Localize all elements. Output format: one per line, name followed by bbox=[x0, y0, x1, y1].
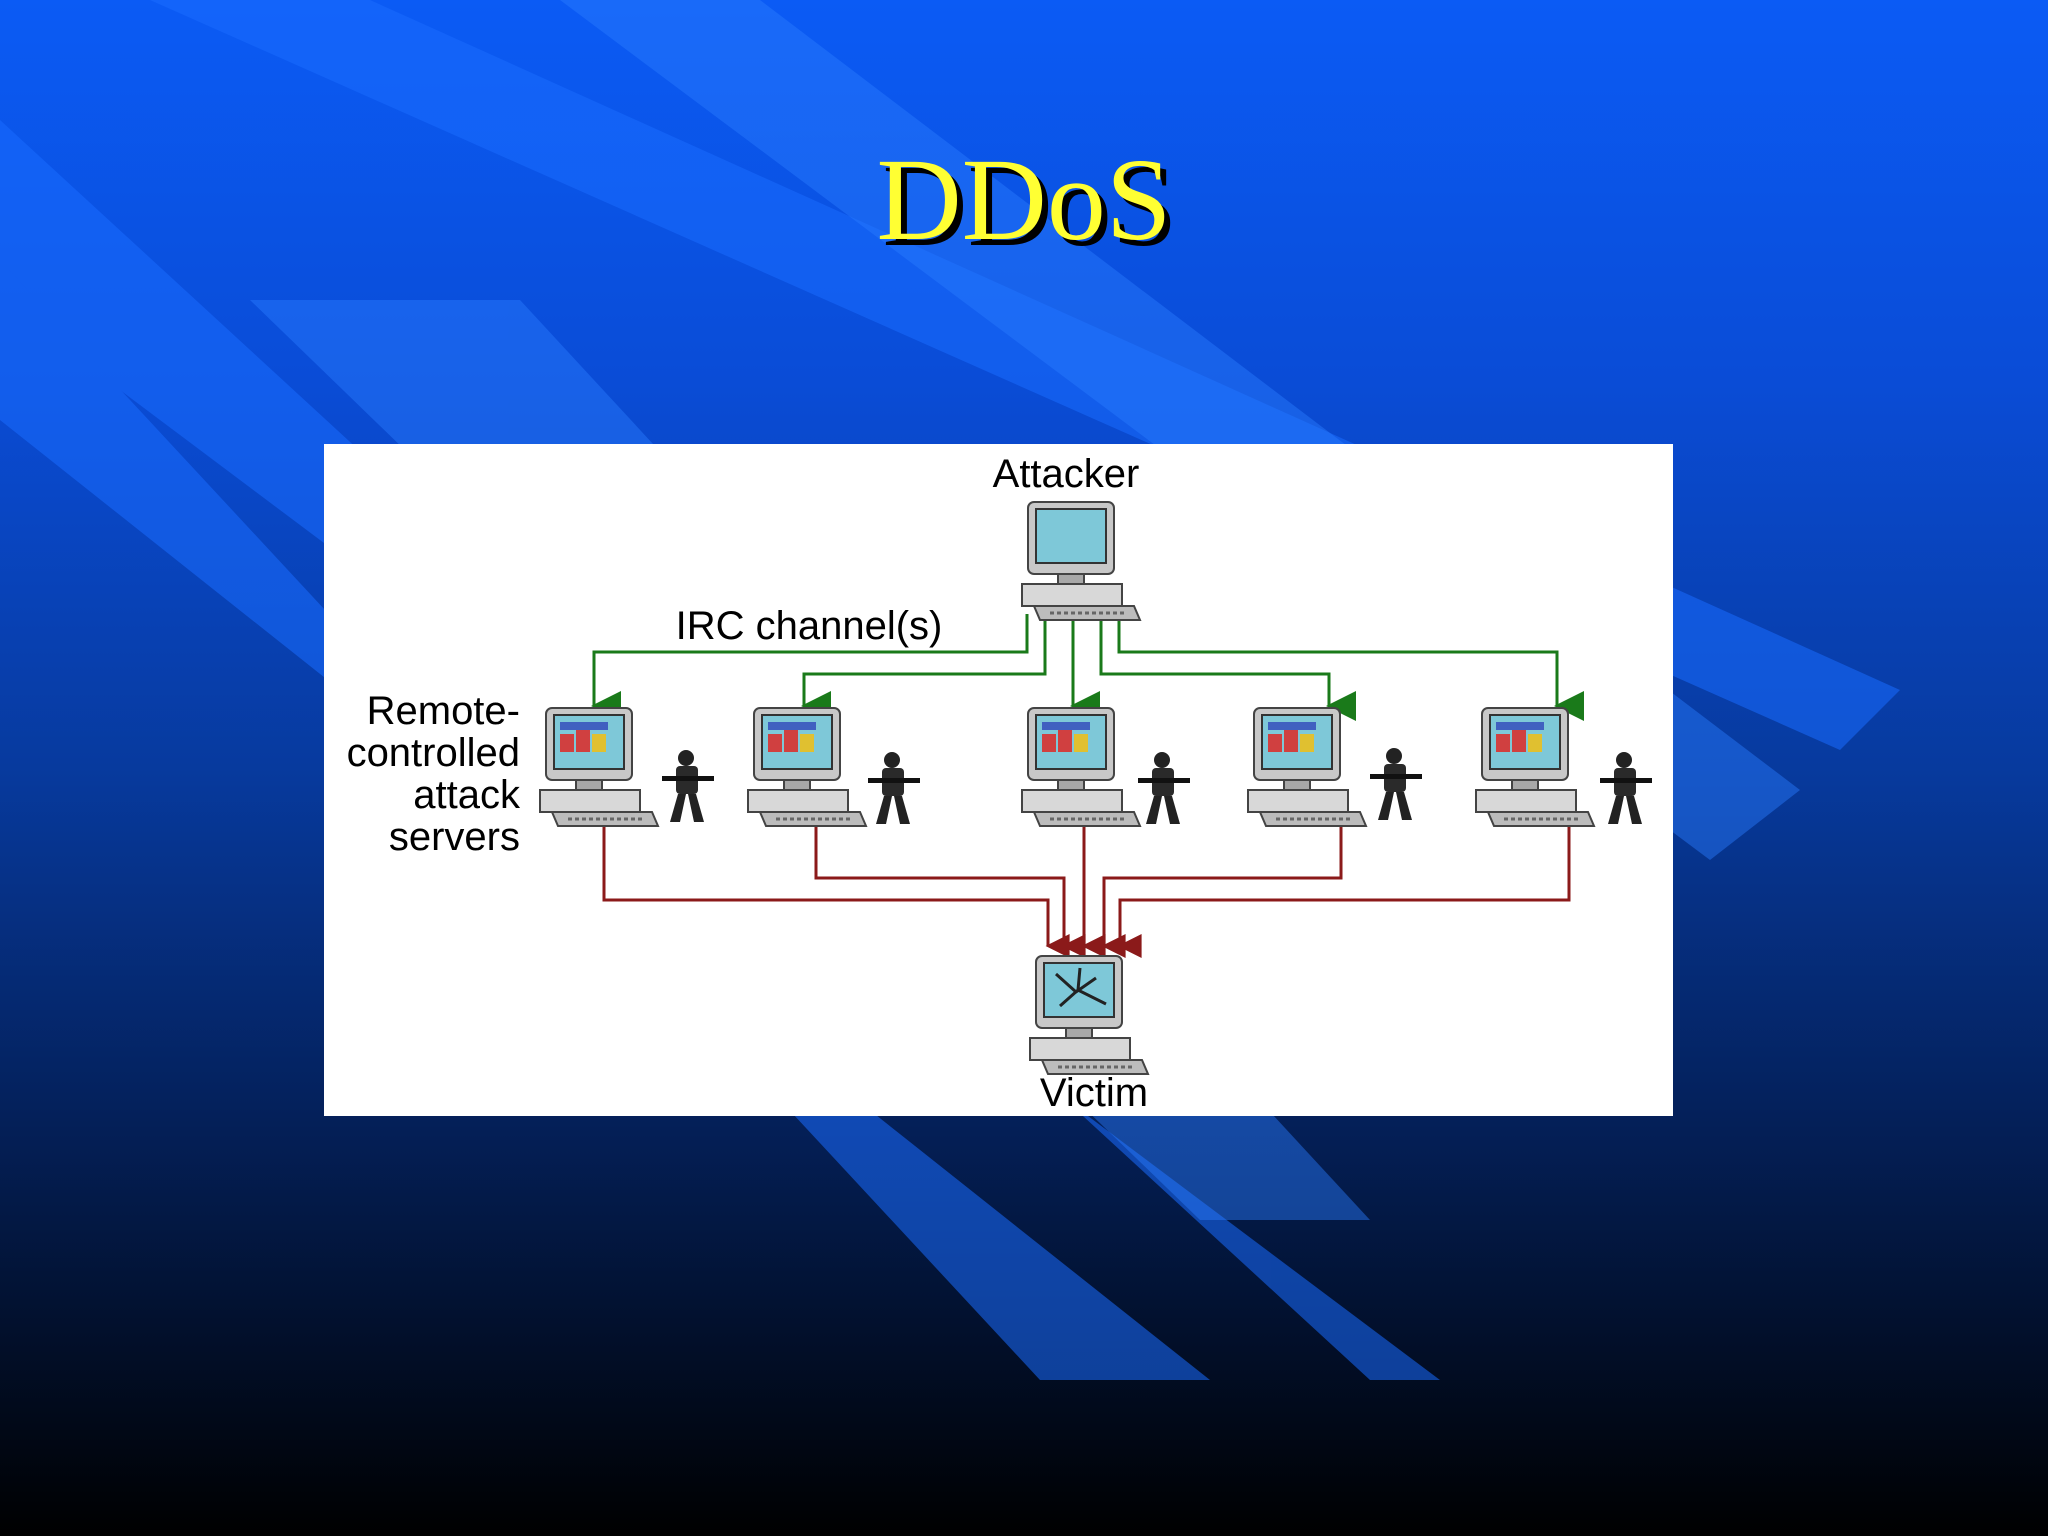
diagram-canvas: Attacker IRC channel(s) Remote- controll… bbox=[347, 452, 1652, 1115]
irc-lines bbox=[591, 614, 1584, 721]
attacker-label: Attacker bbox=[993, 452, 1140, 496]
remote-servers-label: Remote- controlled attack servers bbox=[347, 689, 521, 859]
slide-title: DDoS bbox=[876, 134, 1172, 265]
irc-channel-label: IRC channel(s) bbox=[676, 604, 943, 648]
remote-label-line-2: controlled bbox=[347, 731, 520, 775]
victim-label: Victim bbox=[1040, 1071, 1148, 1115]
soldier-icon bbox=[1138, 752, 1190, 824]
attack-server-computer-icon bbox=[1474, 706, 1596, 828]
soldier-icon bbox=[1600, 752, 1652, 824]
attack-server-computer-icon bbox=[1246, 706, 1368, 828]
soldier-icon bbox=[1370, 748, 1422, 820]
attack-lines bbox=[602, 824, 1571, 958]
attack-server-computer-icon bbox=[538, 706, 660, 828]
remote-label-line-3: attack bbox=[413, 773, 521, 817]
ddos-diagram: Attacker IRC channel(s) Remote- controll… bbox=[324, 444, 1673, 1116]
remote-label-line-1: Remote- bbox=[367, 689, 520, 733]
attacker-computer-icon bbox=[1020, 500, 1142, 622]
attack-server-computer-icon bbox=[746, 706, 868, 828]
attack-server-computer-icon bbox=[1020, 706, 1142, 828]
remote-label-line-4: servers bbox=[389, 815, 520, 859]
victim-computer-icon bbox=[1028, 954, 1150, 1076]
soldier-icon bbox=[662, 750, 714, 822]
soldier-icon bbox=[868, 752, 920, 824]
